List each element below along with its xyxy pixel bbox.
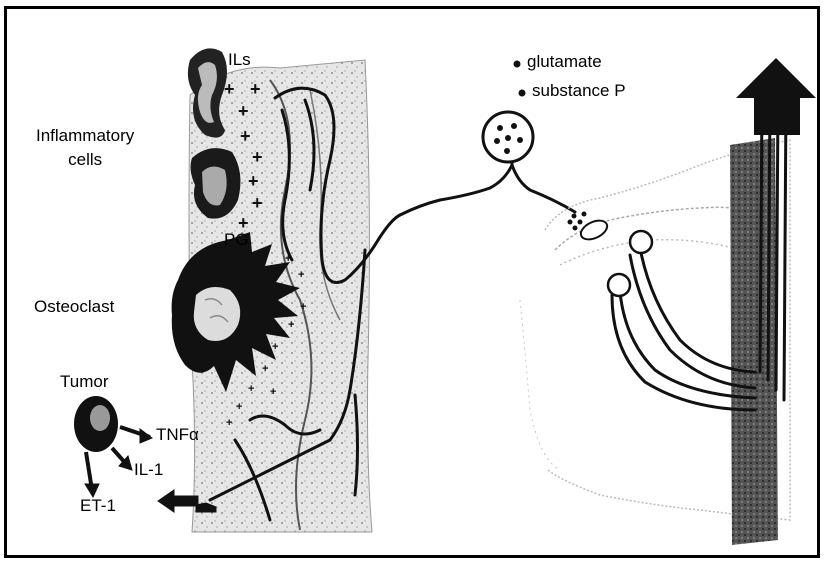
et1-label: ET-1 <box>80 496 116 516</box>
tumor-cell <box>74 396 118 452</box>
plus-sign: + <box>224 80 235 98</box>
svg-text:+: + <box>262 363 268 375</box>
projection-neuron-soma-1 <box>630 231 652 253</box>
plus-sign: + <box>252 194 263 212</box>
svg-text:+: + <box>288 319 294 331</box>
tumor-label: Tumor <box>60 372 109 392</box>
plus-sign: + <box>238 102 249 120</box>
svg-text:+: + <box>226 417 232 429</box>
svg-text:+: + <box>285 253 291 265</box>
il1-label: IL-1 <box>134 460 163 480</box>
plus-sign: + <box>250 80 261 98</box>
svg-text:+: + <box>272 341 278 353</box>
spinal-tract <box>730 138 778 545</box>
svg-text:+: + <box>270 386 276 398</box>
svg-text:+: + <box>236 401 242 413</box>
svg-text:+: + <box>300 301 306 313</box>
synaptic-terminal <box>568 212 611 244</box>
glutamate-label: glutamate <box>527 52 602 72</box>
tnf-alpha-label: TNFα <box>156 425 199 445</box>
osteoclast-label: Osteoclast <box>34 297 114 317</box>
inflammatory-cells-label: Inflammatory cells <box>36 124 134 172</box>
ils-label: ILs <box>228 50 251 70</box>
pg-label: PG <box>224 230 249 250</box>
svg-text:+: + <box>248 383 254 395</box>
plus-sign: + <box>238 214 249 232</box>
ascending-arrow <box>736 58 816 135</box>
plus-sign: + <box>248 172 259 190</box>
plus-sign: + <box>252 148 263 166</box>
plus-sign: + <box>240 127 251 145</box>
synaptic-vesicle <box>483 112 533 162</box>
inflammatory-cells-text: Inflammatory cells <box>36 126 134 169</box>
glutamate-bullet <box>514 61 521 68</box>
substance-p-bullet <box>519 90 526 97</box>
substance-p-label: substance P <box>532 81 626 101</box>
svg-text:+: + <box>286 285 292 297</box>
projection-neuron-soma-2 <box>608 274 630 296</box>
svg-text:+: + <box>298 269 304 281</box>
